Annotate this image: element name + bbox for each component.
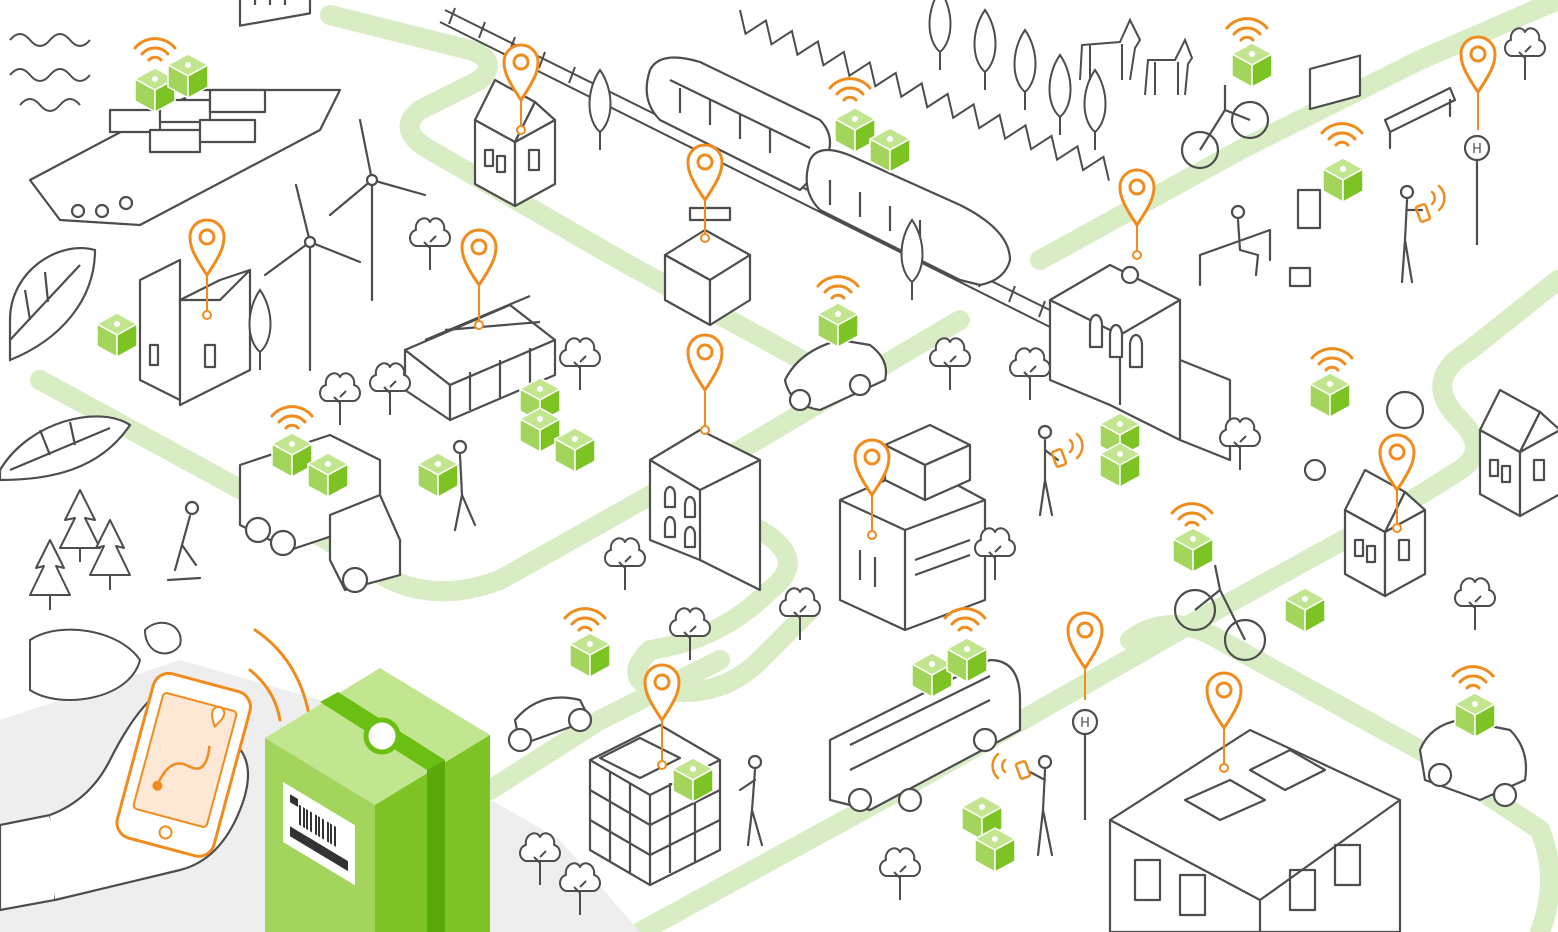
solar-office-building (838, 423, 987, 632)
person-at-locker (738, 754, 764, 847)
train-station (1048, 263, 1232, 462)
cargo-bike (1303, 54, 1425, 482)
smartphone-icon (115, 671, 252, 858)
bus-stop-signs: H H (1071, 134, 1491, 820)
person-with-phone (1399, 184, 1424, 284)
kiosk-shop (663, 206, 752, 327)
vehicles (238, 54, 1528, 813)
wind-turbines (263, 118, 427, 372)
smartphone-signal-waves (248, 628, 312, 722)
bench (1383, 86, 1457, 150)
bus-stop-sign-icon: H (1463, 134, 1491, 245)
large-office-building (1108, 728, 1402, 932)
people (166, 86, 1457, 857)
bicycles (1173, 85, 1270, 662)
person-sitting-on-bench (1198, 204, 1272, 287)
person-with-tablet (1037, 424, 1060, 517)
train (645, 56, 1012, 287)
bus-stop-letter: H (1472, 142, 1482, 157)
water-waves (9, 33, 91, 112)
parcel-locker (588, 723, 722, 887)
compact-car (1418, 718, 1528, 808)
phone-signals (991, 184, 1446, 780)
buildings (138, 78, 1558, 932)
electric-car (783, 338, 888, 412)
pine-trees (29, 489, 131, 610)
hand-with-smartphone (0, 628, 312, 912)
person-at-bus-stop (1028, 754, 1054, 857)
large-leaves (0, 247, 132, 482)
arm-sleeve (0, 813, 58, 912)
bus-stop-sign-icon: H (1071, 708, 1099, 820)
luggage (1288, 188, 1322, 288)
large-parcel-box-icon (265, 668, 490, 932)
person-on-skateboard (166, 500, 202, 582)
delivery-scooter (507, 696, 593, 753)
city-bus (828, 658, 1022, 813)
bus-stop-letter: H (1080, 716, 1090, 731)
cargo-ship (28, 0, 342, 227)
shipping-label (283, 782, 355, 886)
old-town-house (648, 428, 762, 592)
factory-building (138, 258, 252, 407)
mountain-ridge (739, 9, 1110, 181)
horses (1079, 17, 1194, 96)
pond-stones (29, 621, 182, 701)
location-pins (188, 35, 1497, 773)
